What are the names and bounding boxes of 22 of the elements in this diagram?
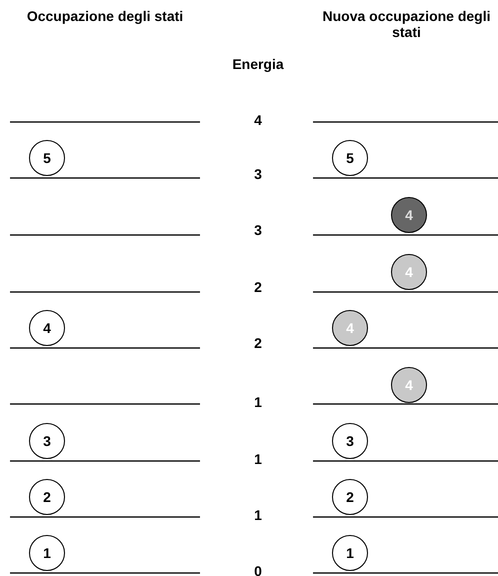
energy-value: 3 xyxy=(253,222,263,238)
column-heading: Nuova occupazione degli stati xyxy=(321,8,492,40)
particle-circle: 4 xyxy=(391,197,427,233)
energy-value: 1 xyxy=(253,507,263,523)
particle-circle: 1 xyxy=(332,535,368,571)
particle-circle: 3 xyxy=(332,423,368,459)
particle-circle: 5 xyxy=(29,140,65,176)
particle-circle: 1 xyxy=(29,535,65,571)
energy-value: 4 xyxy=(253,112,263,128)
energy-value: 2 xyxy=(253,279,263,295)
particle-circle: 2 xyxy=(332,479,368,515)
particle-circle: 4 xyxy=(29,310,65,346)
energy-value: 0 xyxy=(253,563,263,576)
particle-circle: 2 xyxy=(29,479,65,515)
axis-title: Energia xyxy=(231,56,285,72)
particle-circle: 3 xyxy=(29,423,65,459)
column-heading: Occupazione degli stati xyxy=(26,8,184,24)
particle-circle: 5 xyxy=(332,140,368,176)
energy-value: 1 xyxy=(253,451,263,467)
energy-value: 1 xyxy=(253,394,263,410)
energy-value: 3 xyxy=(253,166,263,182)
energy-value: 2 xyxy=(253,335,263,351)
